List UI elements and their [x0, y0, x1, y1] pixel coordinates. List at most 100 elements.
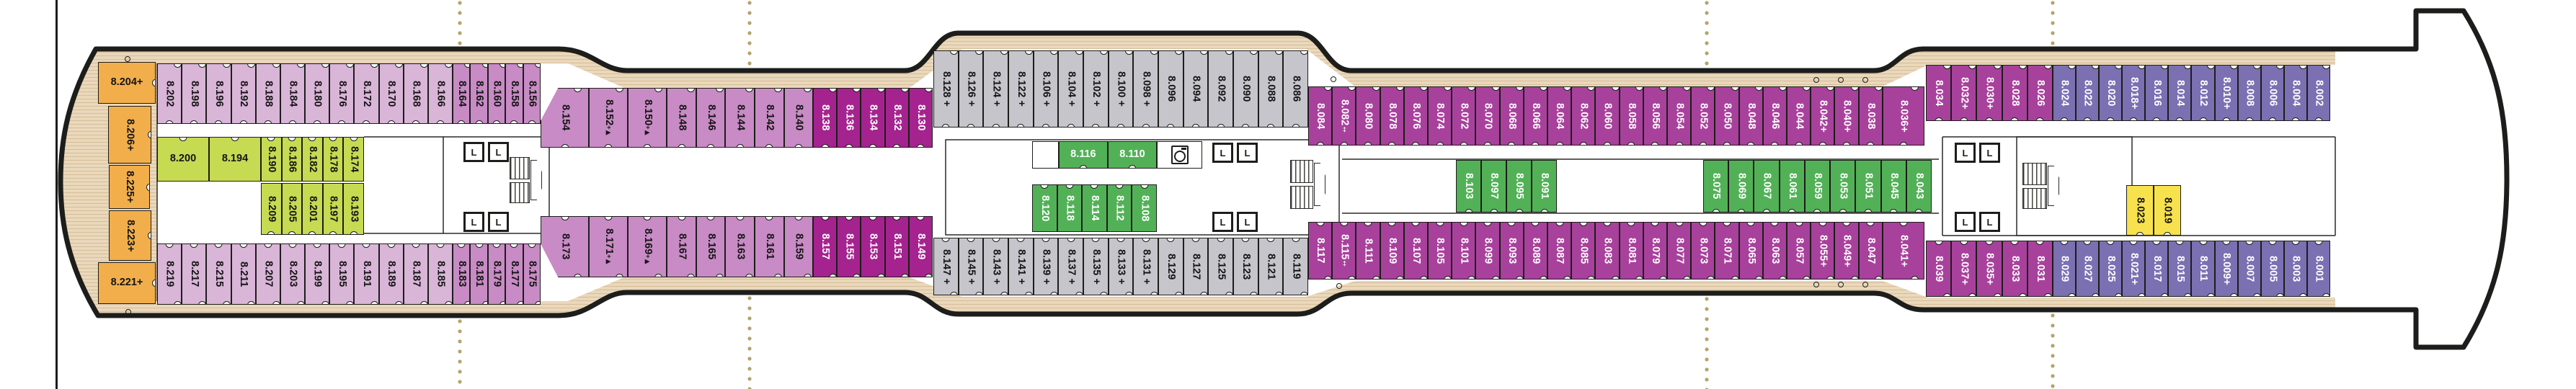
cabin-8.134[interactable]: 8.134 [861, 88, 885, 148]
cabin-8.018[interactable]: 8.018+ [2122, 65, 2146, 121]
cabin-8.149[interactable]: 8.149 [908, 216, 933, 277]
cabin-8.077[interactable]: 8.077 [1667, 222, 1692, 280]
cabin-8.112[interactable]: 8.112 [1106, 184, 1132, 232]
cabin-8.150[interactable]: 8.150+▶ [628, 88, 667, 148]
cabin-8.205[interactable]: 8.205 [281, 183, 303, 235]
cabin-8.083[interactable]: 8.083 [1595, 222, 1620, 280]
cabin-8.211[interactable]: 8.211 [231, 243, 256, 305]
cabin-8.087[interactable]: 8.087 [1547, 222, 1572, 280]
cabin-8.141[interactable]: 8.141 + [1008, 238, 1034, 295]
cabin-8.195[interactable]: 8.195 [329, 243, 355, 305]
cabin-8.080[interactable]: 8.080 [1356, 86, 1380, 146]
cabin-8.160[interactable]: 8.160 [487, 63, 506, 124]
cabin-8.191[interactable]: 8.191 [354, 243, 379, 305]
cabin-8.022[interactable]: 8.022 [2076, 65, 2100, 121]
cabin-8.002[interactable]: 8.002 [2306, 65, 2330, 121]
cabin-8.048[interactable]: 8.048 [1738, 86, 1763, 146]
cabin-8.221[interactable]: 8.221+ [98, 262, 156, 304]
cabin-8.183[interactable]: 8.183 [453, 243, 471, 305]
cabin-8.145[interactable]: 8.145 + [958, 238, 984, 295]
cabin-8.167[interactable]: 8.167 [667, 216, 696, 277]
cabin-8.101[interactable]: 8.101 [1452, 222, 1476, 280]
cabin-8.059[interactable]: 8.059 [1804, 160, 1831, 213]
cabin-8.116[interactable]: 8.116 [1058, 141, 1108, 169]
cabin-8.190[interactable]: 8.190 [261, 137, 282, 182]
cabin-8.217[interactable]: 8.217 [182, 243, 207, 305]
cabin-8.135[interactable]: 8.135 + [1083, 238, 1109, 295]
cabin-8.026[interactable]: 8.026 [2027, 65, 2053, 121]
cabin-8.036[interactable]: 8.036+ [1883, 86, 1924, 146]
cabin-8.198[interactable]: 8.198 [182, 63, 207, 124]
cabin-8.119[interactable]: 8.119 [1283, 238, 1309, 295]
cabin-8.173[interactable]: 8.173 [541, 216, 590, 277]
cabin-8.030[interactable]: 8.030+ [1976, 65, 2002, 121]
cabin-8.058[interactable]: 8.058 [1619, 86, 1643, 146]
cabin-8.068[interactable]: 8.068 [1499, 86, 1524, 146]
cabin-8.072[interactable]: 8.072 [1452, 86, 1476, 146]
cabin-8.100[interactable]: 8.100 + [1108, 50, 1134, 128]
cabin-8.014[interactable]: 8.014 [2168, 65, 2192, 121]
cabin-8.023[interactable]: 8.023 [2126, 185, 2154, 236]
cabin-8.203[interactable]: 8.203 [280, 243, 306, 305]
cabin-8.128[interactable]: 8.128 + [933, 50, 959, 128]
cabin-8.029[interactable]: 8.029 [2053, 241, 2077, 297]
cabin-8.025[interactable]: 8.025 [2099, 241, 2123, 297]
cabin-8.124[interactable]: 8.124 + [983, 50, 1009, 128]
cabin-8.189[interactable]: 8.189 [378, 243, 404, 305]
cabin-8.178[interactable]: 8.178 [322, 137, 344, 182]
cabin-8.152[interactable]: 8.152+▶ [589, 88, 629, 148]
cabin-8.143[interactable]: 8.143 + [983, 238, 1009, 295]
cabin-8.187[interactable]: 8.187 [403, 243, 428, 305]
cabin-8.163[interactable]: 8.163 [725, 216, 755, 277]
cabin-8.158[interactable]: 8.158 [505, 63, 523, 124]
cabin-8.010[interactable]: 8.010+ [2214, 65, 2238, 121]
cabin-8.064[interactable]: 8.064 [1547, 86, 1572, 146]
cabin-8.078[interactable]: 8.078 [1380, 86, 1404, 146]
cabin-8.140[interactable]: 8.140 [783, 88, 814, 148]
cabin-8.034[interactable]: 8.034 [1926, 65, 1952, 121]
cabin-8.047[interactable]: 8.047 [1858, 222, 1883, 280]
cabin-8.177[interactable]: 8.177 [505, 243, 523, 305]
cabin-8.073[interactable]: 8.073 [1691, 222, 1715, 280]
cabin-8.174[interactable]: 8.174 [343, 137, 364, 182]
cabin-8.070[interactable]: 8.070 [1475, 86, 1500, 146]
cabin-8.162[interactable]: 8.162 [470, 63, 488, 124]
cabin-8.118[interactable]: 8.118 [1057, 184, 1083, 232]
cabin-8.136[interactable]: 8.136 [837, 88, 861, 148]
cabin-8.171[interactable]: 8.171+▶ [589, 216, 629, 277]
cabin-8.207[interactable]: 8.207 [255, 243, 280, 305]
cabin-8.107[interactable]: 8.107 [1403, 222, 1429, 280]
cabin-8.038[interactable]: 8.038 [1858, 86, 1883, 146]
cabin-8.153[interactable]: 8.153 [861, 216, 885, 277]
cabin-8.111[interactable]: 8.111 [1356, 222, 1380, 280]
cabin-8.052[interactable]: 8.052 [1691, 86, 1715, 146]
cabin-8.054[interactable]: 8.054 [1667, 86, 1692, 146]
cabin-8.017[interactable]: 8.017 [2145, 241, 2169, 297]
cabin-8.024[interactable]: 8.024 [2053, 65, 2077, 121]
cabin-8.086[interactable]: 8.086 [1283, 50, 1309, 128]
cabin-8.199[interactable]: 8.199 [305, 243, 330, 305]
cabin-8.175[interactable]: 8.175 [523, 243, 541, 305]
cabin-8.139[interactable]: 8.139 + [1033, 238, 1059, 295]
cabin-8.040[interactable]: 8.040+ [1834, 86, 1859, 146]
cabin-8.155[interactable]: 8.155 [837, 216, 861, 277]
cabin-8.121[interactable]: 8.121 [1258, 238, 1284, 295]
cabin-8.097[interactable]: 8.097 [1481, 160, 1506, 213]
cabin-8.133[interactable]: 8.133 + [1108, 238, 1134, 295]
cabin-8.082[interactable]: 8.082‡ [1332, 86, 1356, 146]
cabin-8.148[interactable]: 8.148 [667, 88, 696, 148]
cabin-8.094[interactable]: 8.094 [1183, 50, 1209, 128]
cabin-8.095[interactable]: 8.095 [1506, 160, 1532, 213]
cabin-8.223[interactable]: 8.223+ [109, 210, 151, 261]
cabin-8.042[interactable]: 8.042+ [1811, 86, 1835, 146]
cabin-8.019[interactable]: 8.019 [2154, 185, 2181, 236]
cabin-8.016[interactable]: 8.016 [2145, 65, 2169, 121]
cabin-8.164[interactable]: 8.164 [453, 63, 471, 124]
cabin-8.055[interactable]: 8.055+ [1811, 222, 1835, 280]
cabin-8.051[interactable]: 8.051 [1855, 160, 1881, 213]
cabin-8.138[interactable]: 8.138 [813, 88, 838, 148]
cabin-8.192[interactable]: 8.192 [231, 63, 256, 124]
cabin-8.144[interactable]: 8.144 [725, 88, 755, 148]
cabin-8.110[interactable]: 8.110 [1107, 141, 1158, 169]
cabin-8.098[interactable]: 8.098 + [1133, 50, 1159, 128]
